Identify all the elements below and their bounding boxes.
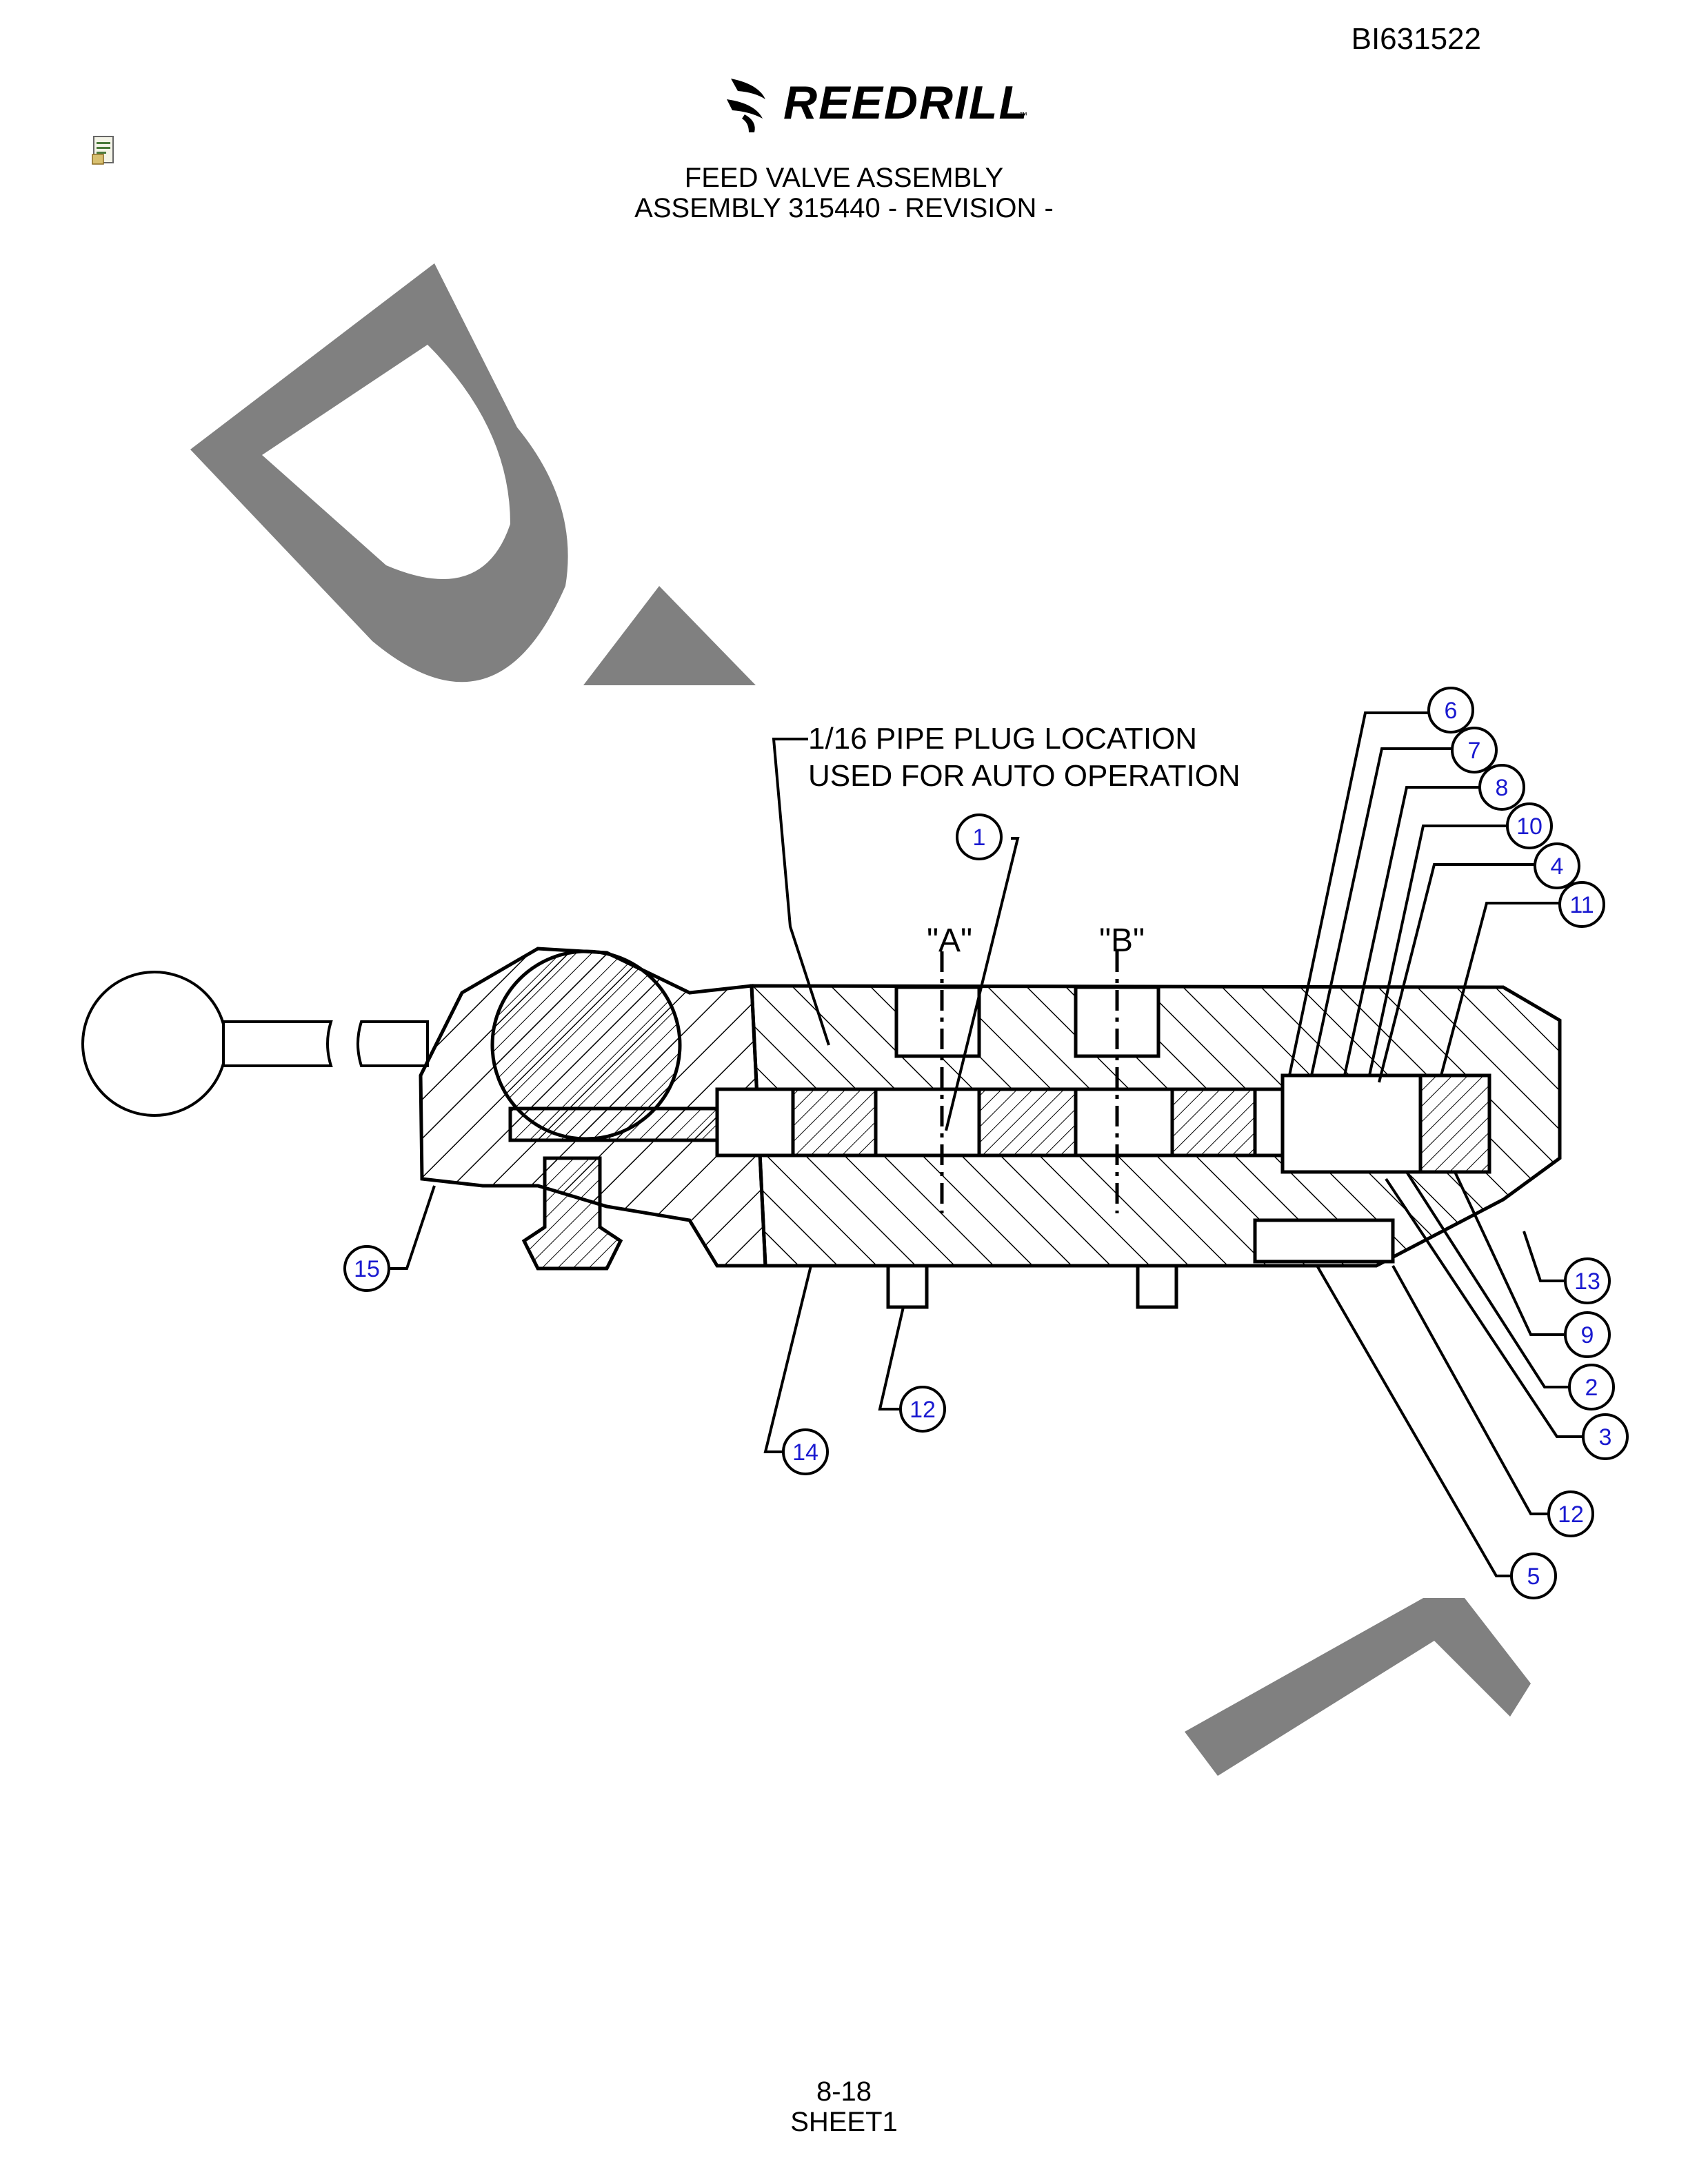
callout-bubble: 3 — [1582, 1413, 1629, 1460]
callout-bubble: 11 — [1558, 881, 1605, 928]
svg-text:3: 3 — [1599, 1424, 1612, 1450]
callout-bubble: 12 — [899, 1386, 946, 1433]
svg-text:12: 12 — [910, 1397, 936, 1423]
callout-bubble: 7 — [1451, 727, 1498, 774]
assembly-revision: ASSEMBLY 315440 - REVISION - — [634, 193, 1054, 223]
spool-land-3 — [1170, 1087, 1257, 1157]
detent-spring — [1418, 1073, 1491, 1174]
reedrill-logo: REEDRILL ™ — [717, 72, 1034, 134]
callout-bubble: 9 — [1564, 1311, 1611, 1358]
callout-bubble: 10 — [1506, 802, 1553, 849]
leader-lines — [390, 711, 1583, 1577]
spool-land-1 — [791, 1087, 878, 1157]
watermark-letter-l — [1185, 1598, 1531, 1776]
note-line-2: USED FOR AUTO OPERATION — [808, 759, 1240, 793]
callout-bubble: 8 — [1478, 764, 1525, 811]
port-b-label: "B" — [1099, 922, 1145, 959]
handle-ball — [81, 971, 228, 1117]
lower-fitting-right — [1136, 1264, 1178, 1309]
svg-text:8: 8 — [1496, 775, 1509, 801]
svg-text:4: 4 — [1551, 853, 1564, 880]
svg-text:6: 6 — [1445, 698, 1458, 724]
watermark-letter-fragment — [583, 586, 756, 685]
brand-trademark: ™ — [1019, 110, 1027, 120]
callout-bubble: 15 — [343, 1245, 390, 1292]
svg-text:14: 14 — [792, 1439, 818, 1466]
svg-text:11: 11 — [1569, 892, 1594, 918]
callout-bubble: 4 — [1534, 842, 1580, 889]
lock-screw — [521, 1156, 623, 1271]
svg-text:5: 5 — [1527, 1564, 1540, 1590]
port-a-bore — [894, 985, 981, 1058]
svg-text:7: 7 — [1468, 738, 1481, 764]
brand-name: REEDRILL — [783, 77, 1029, 129]
handle — [81, 971, 429, 1117]
svg-text:9: 9 — [1581, 1322, 1594, 1348]
sheet-label: SHEET1 — [790, 2107, 898, 2137]
callout-bubble: 14 — [782, 1428, 829, 1475]
watermark-letter-d — [190, 263, 568, 682]
pipe-plug-note: 1/16 PIPE PLUG LOCATION USED FOR AUTO OP… — [772, 722, 1240, 1046]
drill-bit-logo-icon — [727, 79, 765, 132]
page-number: 8-18 — [816, 2076, 872, 2107]
document-number: BI631522 — [1351, 22, 1481, 56]
svg-text:13: 13 — [1574, 1268, 1600, 1295]
svg-text:10: 10 — [1516, 813, 1543, 840]
svg-text:2: 2 — [1585, 1375, 1598, 1401]
callout-bubble: 1 — [956, 813, 1003, 860]
callout-bubble: 12 — [1547, 1490, 1594, 1537]
watermark — [190, 263, 1531, 1776]
svg-text:12: 12 — [1558, 1502, 1584, 1528]
drawing-title: FEED VALVE ASSEMBLY — [684, 163, 1004, 193]
valve-body — [419, 947, 1562, 1309]
end-plug — [1253, 1218, 1395, 1264]
spool-land-2 — [977, 1087, 1078, 1157]
document-icon[interactable] — [91, 135, 119, 165]
callout-bubble: 6 — [1427, 687, 1474, 734]
svg-text:1: 1 — [973, 825, 986, 851]
callouts: 6 7 8 10 4 11 1 13 9 2 3 12 5 15 12 14 — [343, 687, 1629, 1599]
callout-bubble: 2 — [1568, 1364, 1615, 1410]
note-line-1: 1/16 PIPE PLUG LOCATION — [808, 722, 1197, 756]
port-a-label: "A" — [927, 922, 972, 959]
rack — [508, 1106, 719, 1142]
callout-bubble: 5 — [1510, 1553, 1557, 1599]
svg-text:15: 15 — [354, 1256, 380, 1282]
callout-bubble: 13 — [1564, 1257, 1611, 1304]
lower-fitting-left — [886, 1264, 929, 1309]
